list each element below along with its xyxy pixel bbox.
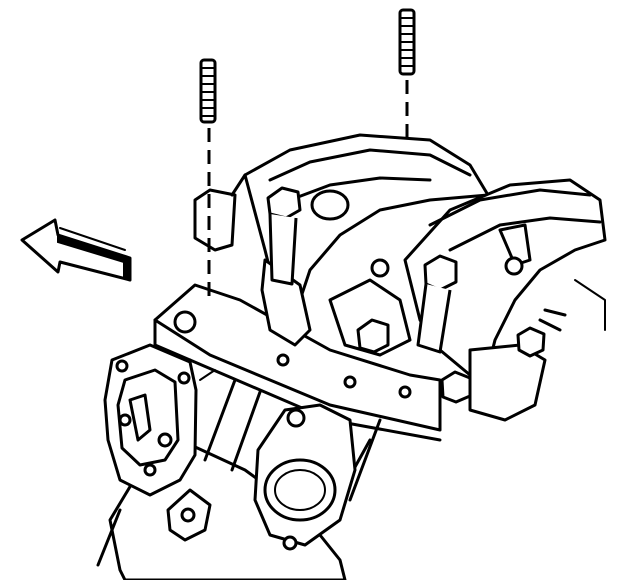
hex-bolt-icon: [356, 318, 390, 354]
hex-bolt-icon: [266, 186, 302, 286]
stud-left: [199, 58, 217, 300]
threaded-stud-icon: [398, 8, 416, 76]
core-plug: [166, 403, 357, 551]
arrow-left-icon: [20, 218, 132, 282]
bearing-cap-2: [403, 178, 607, 422]
water-pump-port: [96, 343, 198, 567]
cap-bolts: [266, 186, 546, 404]
threaded-stud-icon: [199, 58, 217, 124]
direction-arrow: [20, 218, 132, 282]
stud-right: [398, 8, 416, 138]
hex-bolt-icon: [516, 326, 546, 358]
hex-bolt-icon: [440, 370, 472, 404]
hex-bolt-icon: [416, 254, 458, 354]
